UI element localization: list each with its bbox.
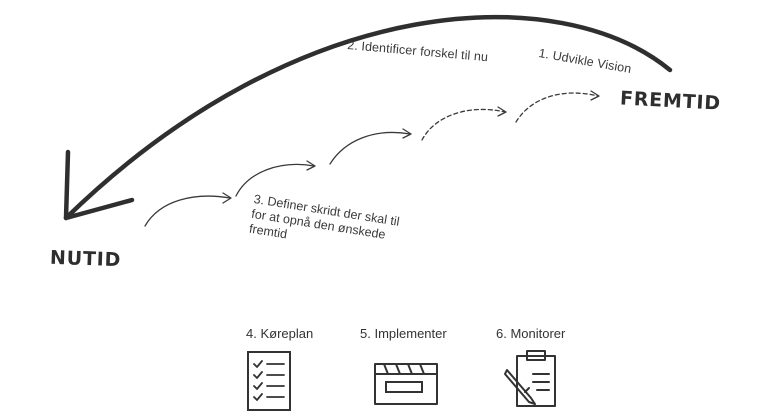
step4-label: 4. Køreplan [246, 326, 314, 341]
step6-label: 6. Monitorer [496, 326, 566, 341]
nutid-label: NUTID [49, 246, 122, 272]
dashed-hop-arrows [421, 92, 599, 141]
big-arrowhead [63, 149, 135, 221]
solid-hop-arrows [144, 128, 412, 227]
clapperboard-icon [374, 363, 438, 405]
big-return-arc [63, 14, 673, 221]
clipboard-pencil-icon [504, 350, 556, 407]
checklist-icon [247, 351, 291, 411]
step5-label: 5. Implementer [360, 326, 447, 341]
